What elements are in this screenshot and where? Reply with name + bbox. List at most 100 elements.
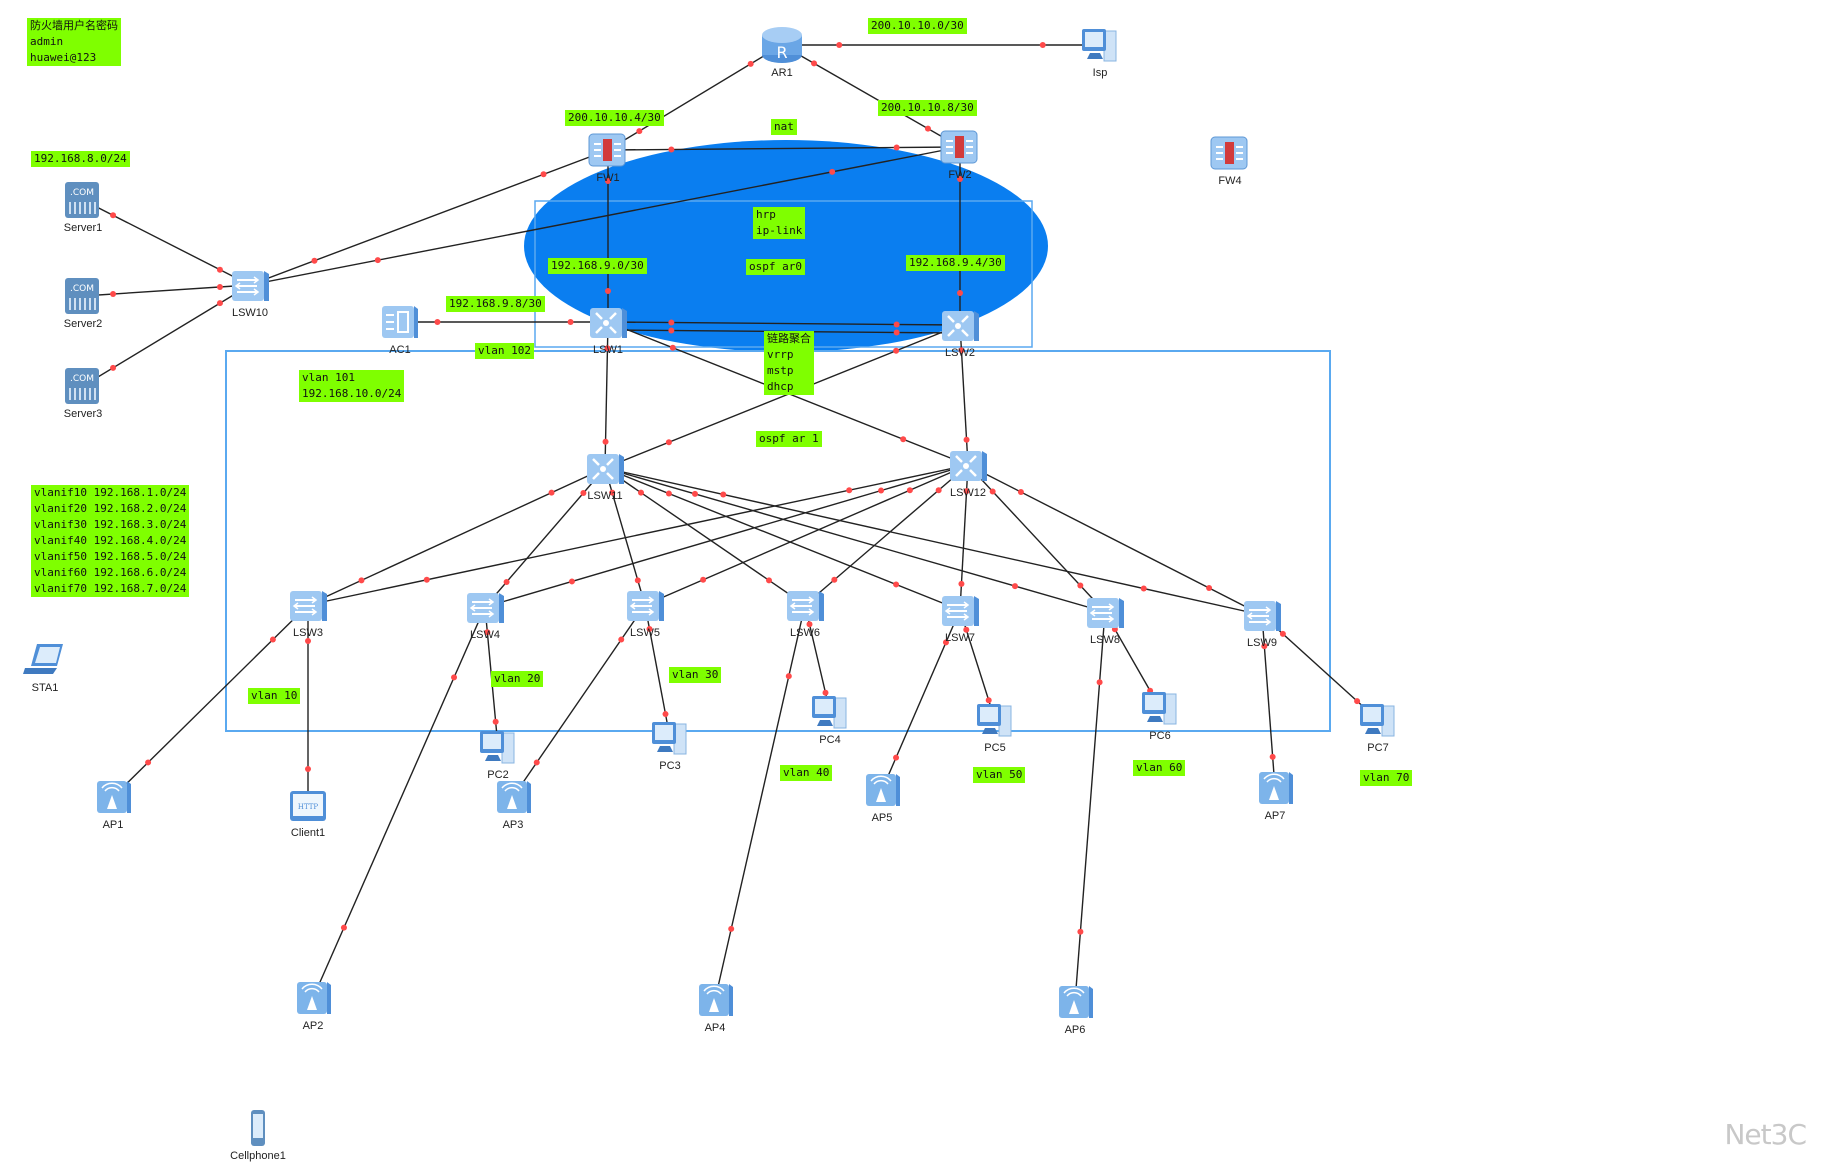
port-dot-server2 [110, 291, 117, 298]
port-dot-fw1 [540, 171, 547, 178]
port-dot-lsw2 [957, 289, 963, 296]
port-dot-pc7 [1354, 698, 1361, 705]
device-lsw9[interactable]: LSW9 [1232, 595, 1292, 649]
link-fw1-lsw10[interactable] [249, 149, 609, 286]
device-lsw12[interactable]: LSW12 [938, 445, 998, 499]
fw-credentials-note: 防火墙用户名密码 admin huawei@123 [27, 18, 121, 66]
link-lsw1-lsw2[interactable] [607, 321, 961, 326]
server-subnet-note: 192.168.8.0/24 [31, 151, 130, 167]
link-lsw12-lsw5[interactable] [644, 464, 969, 606]
device-ap7[interactable]: AP7 [1245, 768, 1305, 822]
device-lsw4[interactable]: LSW4 [455, 587, 515, 641]
device-label: Isp [1092, 67, 1108, 79]
device-label: LSW1 [593, 344, 623, 356]
link-lsw4-ap2[interactable] [312, 606, 486, 999]
device-lsw8[interactable]: LSW8 [1075, 592, 1135, 646]
vlan60-note: vlan 60 [1133, 760, 1186, 776]
device-pc5[interactable]: PC5 [965, 700, 1025, 754]
link-lsw11-lsw7[interactable] [604, 467, 961, 611]
device-lsw7[interactable]: LSW7 [930, 590, 990, 644]
link-fw2-lsw10[interactable] [249, 146, 961, 286]
device-label: LSW8 [1090, 634, 1120, 646]
device-label: PC6 [1149, 730, 1171, 742]
device-pc4[interactable]: PC4 [800, 692, 860, 746]
port-dot-lsw11 [665, 439, 672, 446]
laptop-icon [23, 640, 67, 680]
device-lsw1[interactable]: LSW1 [578, 302, 638, 356]
port-dot-ap4 [728, 925, 735, 932]
port-dot-lsw9 [1261, 643, 1268, 650]
device-pc7[interactable]: PC7 [1348, 700, 1408, 754]
device-ap6[interactable]: AP6 [1045, 982, 1105, 1036]
link-lsw11-lsw8[interactable] [604, 467, 1106, 613]
device-pc6[interactable]: PC6 [1130, 688, 1190, 742]
link-lsw2-lsw11[interactable] [604, 324, 961, 469]
link-lsw12-lsw4[interactable] [484, 464, 969, 608]
device-label: Server2 [63, 318, 103, 330]
device-label: Server3 [63, 408, 103, 420]
link-lsw6-ap4[interactable] [714, 604, 806, 1001]
ac-link-note: 192.168.9.8/30 [446, 296, 545, 312]
device-isp[interactable]: Isp [1070, 25, 1130, 79]
port-dot-lsw5 [618, 636, 625, 643]
device-ap1[interactable]: AP1 [83, 777, 143, 831]
device-ap5[interactable]: AP5 [852, 770, 912, 824]
port-dot-fw1 [605, 177, 611, 184]
link-lsw8-ap6[interactable] [1074, 611, 1106, 1003]
port-dot-lsw1 [668, 319, 675, 326]
device-label: LSW10 [231, 307, 269, 319]
device-sta1[interactable]: STA1 [15, 640, 75, 694]
device-fw4[interactable]: FW4 [1200, 133, 1260, 187]
device-fw1[interactable]: FW1 [578, 130, 638, 184]
port-dot-lsw12 [846, 487, 853, 494]
port-dot-lsw6 [831, 576, 838, 583]
port-dot-lsw12 [989, 488, 996, 495]
port-dot-lsw5 [646, 625, 653, 632]
port-dot-fw2 [957, 176, 963, 183]
port-dot-lsw2 [893, 347, 900, 354]
device-lsw6[interactable]: LSW6 [775, 585, 835, 639]
device-fw2[interactable]: FW2 [930, 127, 990, 181]
device-ac1[interactable]: AC1 [370, 302, 430, 356]
port-dot-lsw5 [700, 576, 707, 583]
link-lsw11-lsw3[interactable] [307, 467, 606, 606]
port-dot-lsw11 [609, 489, 616, 496]
pc-icon [1078, 25, 1122, 65]
link-fw1-fw2[interactable] [607, 146, 961, 151]
device-pc2[interactable]: PC2 [468, 727, 528, 781]
port-dot-server3 [110, 364, 117, 371]
features-note: 链路聚合 vrrp mstp dhcp [764, 331, 814, 395]
link-lsw3-ap1[interactable] [112, 604, 309, 798]
link-lsw11-lsw9[interactable] [604, 467, 1263, 616]
pc-icon [808, 692, 852, 732]
device-label: AP5 [871, 812, 893, 824]
device-ap2[interactable]: AP2 [283, 978, 343, 1032]
ospf-area0-region [524, 140, 1048, 352]
port-dot-lsw7 [963, 626, 970, 633]
device-cellphone1[interactable]: Cellphone1 [228, 1108, 288, 1162]
switch-icon [286, 585, 330, 625]
device-lsw5[interactable]: LSW5 [615, 585, 675, 639]
ac-icon [378, 302, 422, 342]
device-ap3[interactable]: AP3 [483, 777, 543, 831]
link-lsw5-ap3[interactable] [512, 604, 646, 798]
link-lsw12-lsw3[interactable] [307, 464, 969, 606]
link-lsw11-lsw6[interactable] [604, 467, 806, 606]
pc-icon [476, 727, 520, 767]
device-lsw10[interactable]: LSW10 [220, 265, 280, 319]
port-dot-lsw3 [269, 636, 276, 643]
device-ap4[interactable]: AP4 [685, 980, 745, 1034]
link-lsw12-lsw9[interactable] [967, 464, 1263, 616]
device-lsw3[interactable]: LSW3 [278, 585, 338, 639]
device-lsw11[interactable]: LSW11 [575, 448, 635, 502]
device-pc3[interactable]: PC3 [640, 718, 700, 772]
port-dot-lsw11 [665, 490, 672, 497]
device-lsw2[interactable]: LSW2 [930, 305, 990, 359]
port-dot-client1 [305, 766, 311, 772]
